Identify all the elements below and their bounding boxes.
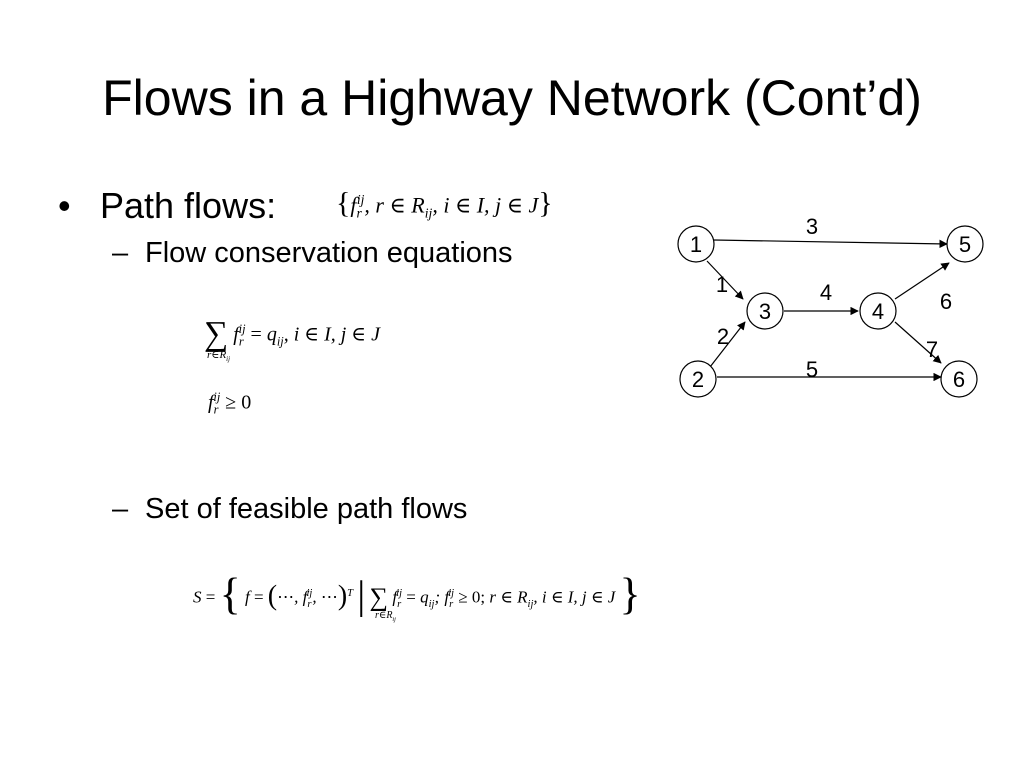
link-1-to-3 bbox=[706, 260, 744, 300]
bullet-label: Path flows: bbox=[100, 185, 277, 226]
feasible-sum-index: r∈Rij bbox=[375, 610, 396, 623]
node-label: 2 bbox=[692, 367, 704, 392]
sub-bullet-marker: – bbox=[112, 493, 129, 525]
sub-bullet-feasible-set: –Set of feasible path flows bbox=[112, 489, 467, 529]
link-label: 5 bbox=[806, 357, 818, 382]
feasible-set-formula: S = { f = (⋯, frij, ⋯)T | ∑ frij = qij; … bbox=[193, 569, 641, 619]
conservation-sum-index: r∈Rij bbox=[207, 349, 230, 364]
bullet-marker: • bbox=[58, 185, 71, 226]
node-5: 5 bbox=[946, 225, 984, 263]
sub-bullet-label: Flow conservation equations bbox=[145, 237, 513, 269]
node-label: 6 bbox=[953, 367, 965, 392]
link-1-to-5 bbox=[713, 239, 948, 249]
node-label: 4 bbox=[872, 299, 884, 324]
node-6: 6 bbox=[940, 360, 978, 398]
path-flow-set-formula: {frij, r ∈ Rij, i ∈ I, j ∈ J} bbox=[336, 186, 553, 221]
bullet-path-flows: • Path flows: bbox=[58, 182, 276, 230]
slide-title: Flows in a Highway Network (Cont’d) bbox=[102, 70, 922, 126]
conservation-equation: ∑ frij = qij, i ∈ I, j ∈ J bbox=[204, 315, 380, 353]
nonnegativity-constraint: frij ≥ 0 bbox=[208, 390, 252, 417]
node-3: 3 bbox=[746, 292, 784, 330]
link-label: 2 bbox=[717, 324, 729, 349]
link-label: 7 bbox=[926, 337, 938, 362]
node-label: 1 bbox=[690, 232, 702, 257]
link-label: 1 bbox=[716, 272, 728, 297]
sub-bullet-marker: – bbox=[112, 237, 129, 269]
sub-bullet-label: Set of feasible path flows bbox=[145, 493, 468, 525]
node-1: 1 bbox=[677, 225, 715, 263]
node-label: 3 bbox=[759, 299, 771, 324]
link-label: 6 bbox=[940, 289, 952, 314]
sub-bullet-flow-conservation: –Flow conservation equations bbox=[112, 233, 513, 273]
node-2: 2 bbox=[679, 360, 717, 398]
link-4-to-5 bbox=[894, 262, 950, 300]
link-label: 4 bbox=[820, 280, 832, 305]
node-4: 4 bbox=[859, 292, 897, 330]
link-2-to-3 bbox=[709, 321, 746, 368]
node-label: 5 bbox=[959, 232, 971, 257]
link-label: 3 bbox=[806, 214, 818, 239]
link-4-to-6 bbox=[894, 321, 942, 364]
